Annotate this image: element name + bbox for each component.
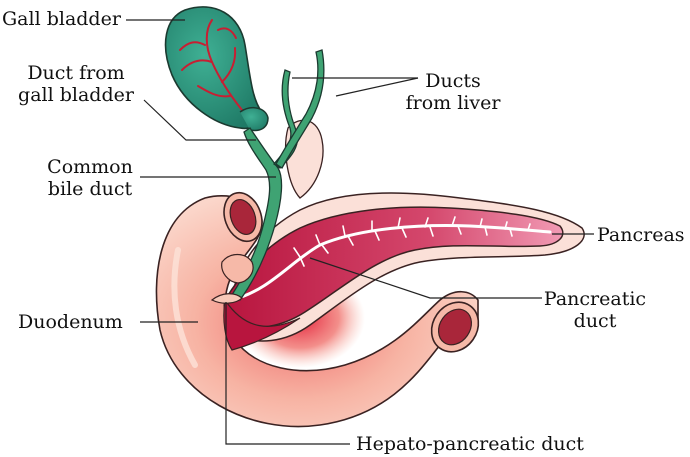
leader-duct-from-gall-bladder [143,99,256,141]
label-common-bile-duct-line2: bile duct [47,178,133,200]
label-pancreatic-duct-line2: duct [573,310,617,332]
hepato-pancreatic-duct [210,253,254,304]
leader-pancreatic-duct [309,257,542,299]
label-ducts-from-liver-line2: from liver [405,92,501,114]
label-duodenum: Duodenum [18,311,123,333]
leader-lines [126,19,594,445]
bile-ducts [228,49,325,301]
gall-bladder [164,6,269,132]
pancreatic-duct [230,216,552,302]
leader-ducts-from-liver-b [335,77,419,97]
label-pancreatic-duct: Pancreatic duct [540,288,650,332]
label-duct-from-gall-bladder-line2: gall bladder [18,84,134,106]
label-duct-from-gall-bladder-line1: Duct from [27,62,125,84]
duodenum-right-opening [430,301,480,353]
label-ducts-from-liver-line1: Ducts [425,70,481,92]
label-common-bile-duct: Common bile duct [40,156,140,200]
label-pancreas: Pancreas [597,224,685,246]
label-pancreatic-duct-line1: Pancreatic [543,288,647,310]
label-hepato-pancreatic-duct: Hepato-pancreatic duct [356,433,584,455]
pancreas [223,206,564,351]
label-ducts-from-liver: Ducts from liver [402,70,504,114]
duodenum-top-opening [223,191,263,243]
leader-hepato-pancreatic-duct [225,302,350,445]
label-common-bile-duct-line1: Common [47,156,133,178]
label-gall-bladder: Gall bladder [2,8,121,30]
label-duct-from-gall-bladder: Duct from gall bladder [14,62,138,106]
